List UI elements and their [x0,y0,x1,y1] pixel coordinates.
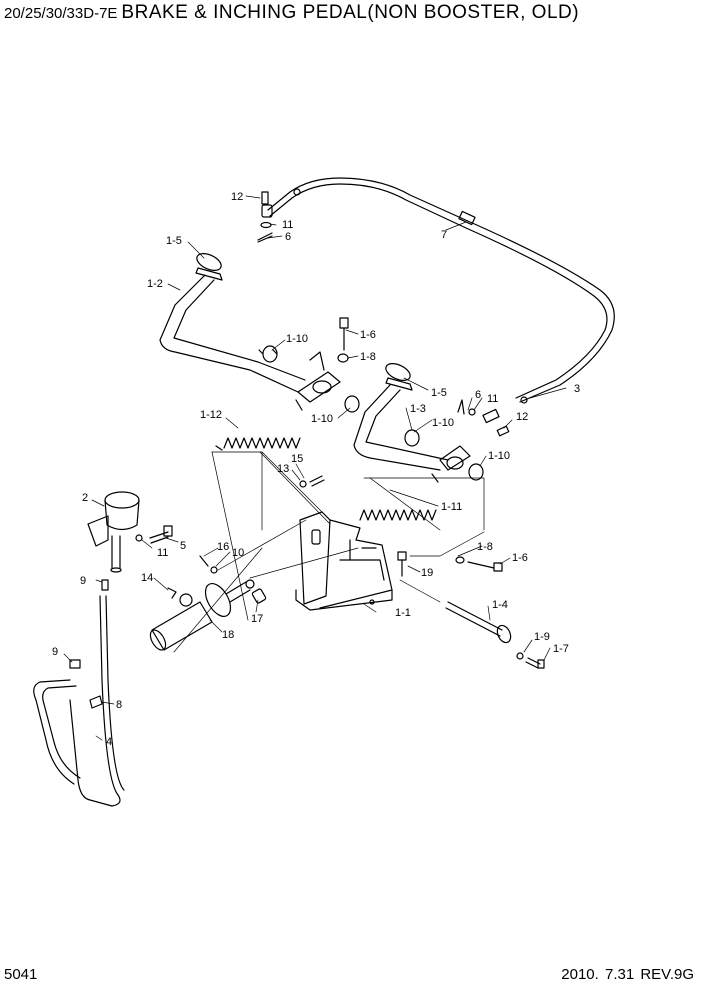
callout-4: 4 [106,736,112,748]
bolt-5 [135,525,173,544]
bleeder-14 [167,587,177,599]
callout-1-6-top: 1-6 [360,329,376,341]
callout-13: 13 [277,463,289,475]
page-number: 5041 [4,966,38,983]
callout-14: 14 [141,572,153,584]
callout-1-10-a: 1-10 [286,333,308,345]
master-cylinder [149,579,255,651]
page-title: BRAKE & INCHING PEDAL(NON BOOSTER, OLD) [121,2,580,23]
callout-labels: 12 11 6 7 1-5 1-2 1-10 1-6 1-8 1-5 1-3 6… [52,191,580,748]
cable-clevis-top [257,191,273,243]
callout-1-12: 1-12 [200,409,222,421]
callout-1-5-right: 1-5 [431,387,447,399]
callout-1-4: 1-4 [492,599,508,611]
callout-18: 18 [222,629,234,641]
callout-1-2: 1-2 [147,278,163,290]
pin-16-10 [199,555,218,574]
model-code: 20/25/30/33D-7E [4,5,118,22]
callout-1-9: 1-9 [534,631,550,643]
callout-6-top: 6 [285,231,291,243]
callout-1-10-c: 1-10 [432,417,454,429]
inching-pedal-right [353,363,484,481]
bolt-lower [455,556,503,572]
callout-8: 8 [116,699,122,711]
callout-12-top: 12 [231,191,243,203]
bolt-top [337,317,349,363]
callout-3: 3 [574,383,580,395]
callout-7: 7 [441,229,447,241]
callout-2: 2 [82,492,88,504]
leader-lines [63,195,567,741]
callout-1-11: 1-11 [441,501,462,513]
bolt-19 [397,551,407,577]
callout-11-left: 11 [157,547,168,559]
brake-cable [267,177,615,404]
callout-10: 10 [232,547,244,559]
brake-pedal-left [159,253,341,403]
callout-1-10-b: 1-10 [311,413,333,425]
callout-17: 17 [251,613,263,625]
callout-1-1: 1-1 [395,607,411,619]
callout-1-10-d: 1-10 [488,450,510,462]
callout-19: 19 [421,567,433,579]
pedal-shaft [445,601,545,669]
bushing-left [258,345,360,413]
brake-fluid-reservoir [87,491,140,573]
callout-15: 15 [291,453,303,465]
callout-1-5-left: 1-5 [166,235,182,247]
callout-1-3: 1-3 [410,403,426,415]
bolt-13-15 [299,475,325,488]
pin-17 [251,588,267,604]
callout-16: 16 [217,541,229,553]
callout-5: 5 [180,540,186,552]
callout-1-8-top: 1-8 [360,351,376,363]
callout-1-7: 1-7 [553,643,569,655]
callout-6-right: 6 [475,389,481,401]
brake-hose [33,579,125,807]
callout-11-top: 11 [282,219,293,231]
callout-1-8-lower: 1-8 [477,541,493,553]
revision-date: 2010. 7.31 REV.9G [561,966,694,983]
callout-1-6-lower: 1-6 [512,552,528,564]
callout-11-right: 11 [487,393,498,405]
return-spring-right [359,473,439,521]
cable-clevis-right [457,399,510,437]
callout-9-lower: 9 [52,646,58,658]
callout-9-top: 9 [80,575,86,587]
return-spring-left [215,399,303,451]
callout-12-right: 12 [516,411,528,423]
